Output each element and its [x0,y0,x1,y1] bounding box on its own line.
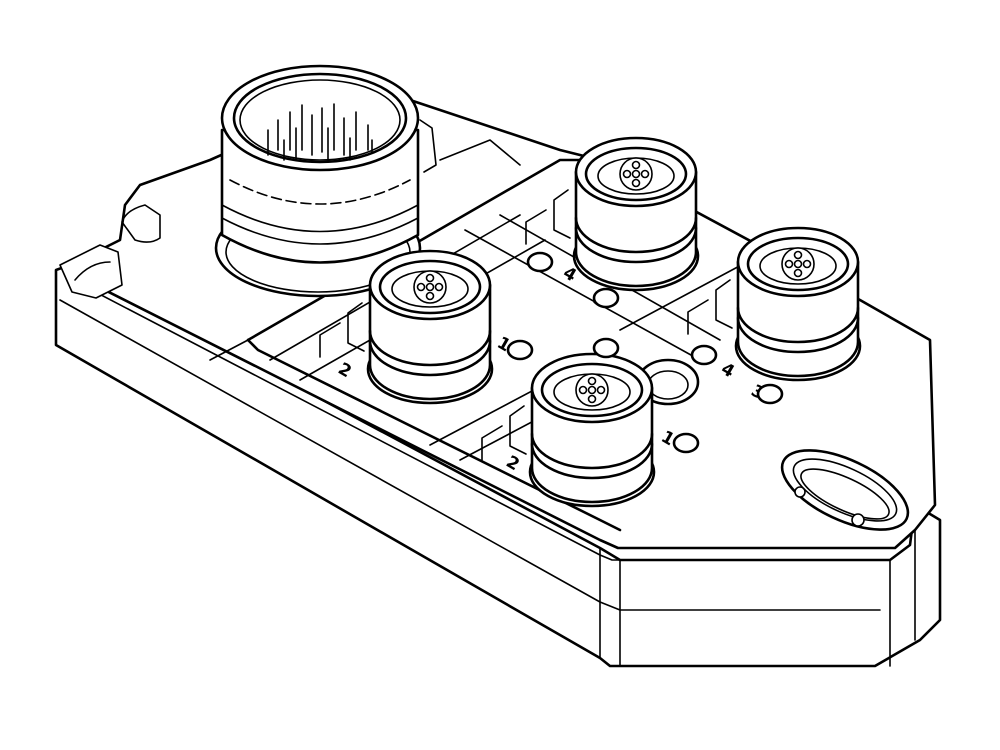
port-c-socket [481,352,656,508]
m12-sockets [319,136,862,508]
main-circular-connector [214,64,521,298]
mounting-hole-left [59,204,161,299]
port-b-socket [525,136,700,292]
port-d-socket [687,226,862,382]
housing-body [54,98,942,668]
status-leds [506,251,784,454]
port-a-socket [319,249,494,405]
connector-pins [267,103,373,161]
mounting-slot [780,449,910,531]
